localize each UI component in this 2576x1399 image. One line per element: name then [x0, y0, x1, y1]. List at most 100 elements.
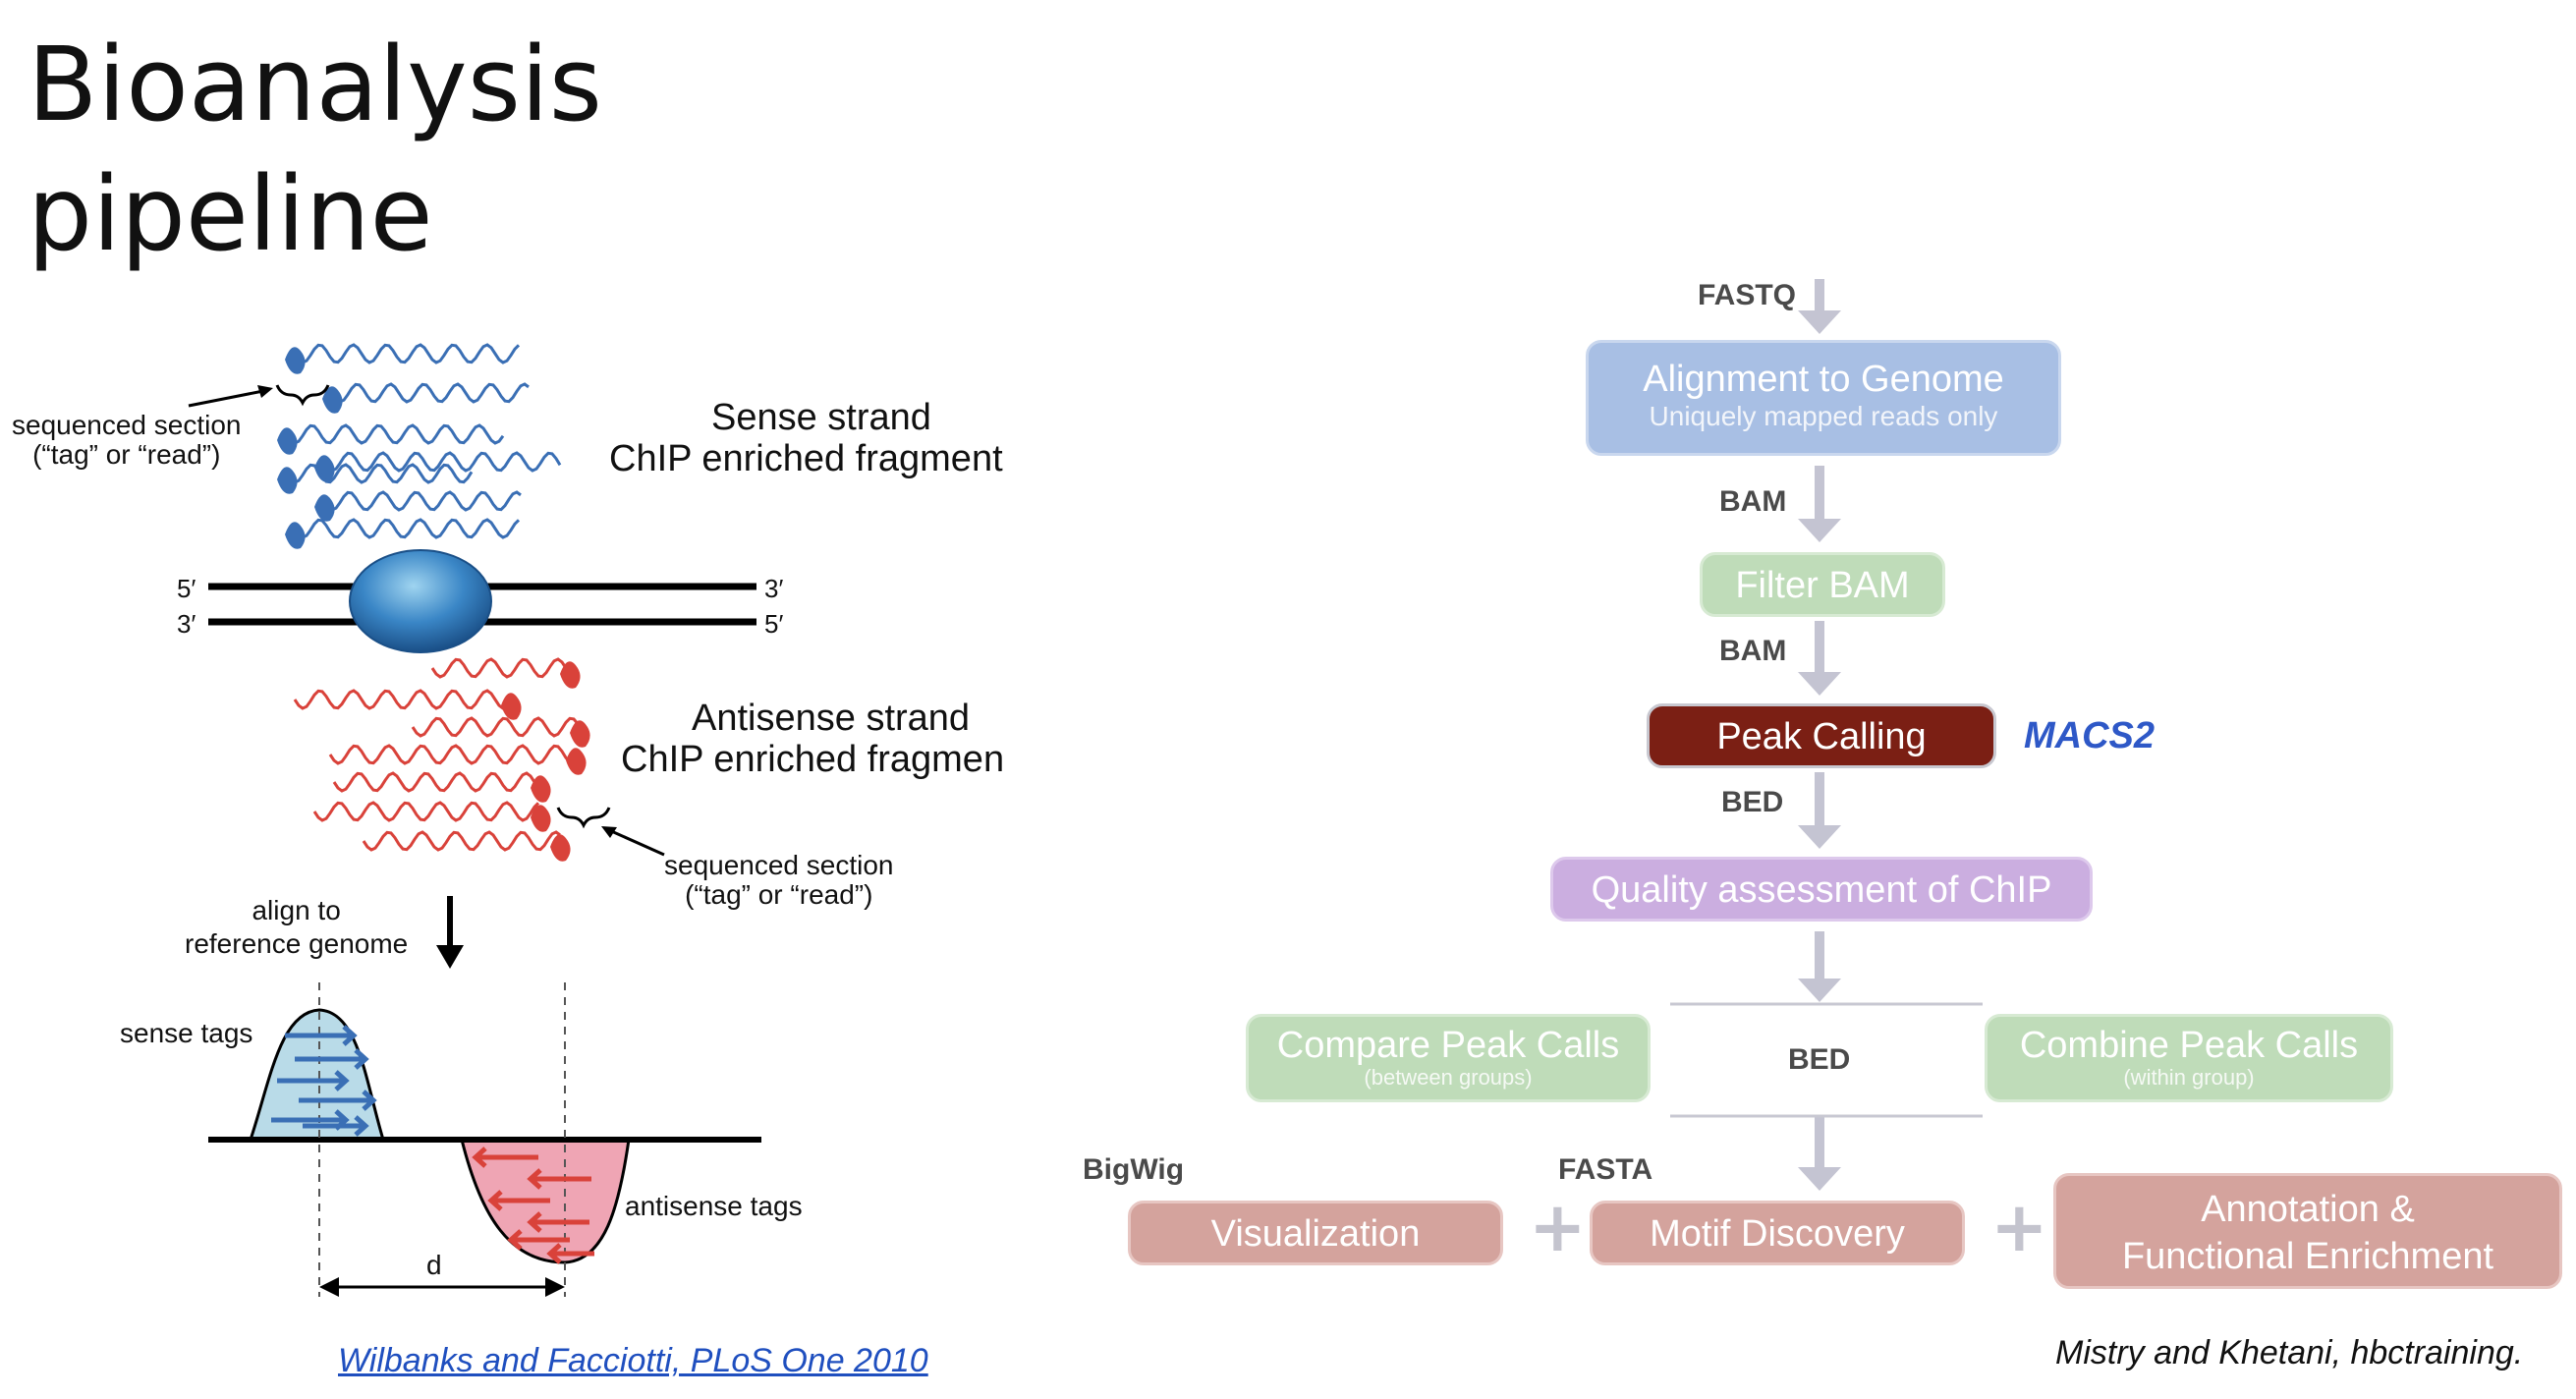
sense-fragment-3-tag	[277, 427, 298, 455]
antisense-fragment-5	[332, 771, 540, 793]
sense-fragment-1	[293, 343, 521, 364]
antisense-fragment-6-tag	[531, 805, 551, 832]
arrow-fastq-shaft	[1815, 279, 1824, 316]
sense-label-line2: ChIP enriched fragment	[609, 438, 1003, 479]
antisense-fragment-2	[293, 689, 513, 710]
arrow-to-motif-head	[1798, 1167, 1841, 1191]
sense-tag-arrow-1-head	[342, 1025, 358, 1046]
brace-bottom	[556, 807, 611, 829]
antisense-fragments	[293, 657, 590, 862]
sense-fragment-6	[322, 490, 522, 512]
antisense-fragment-1	[430, 657, 572, 679]
sense-fragment-5	[285, 463, 474, 484]
arrow-bam-2-shaft	[1815, 621, 1824, 678]
antisense-fragment-7-tag	[550, 834, 571, 862]
sense-fragment-4-tag	[314, 455, 335, 482]
alignment-title: Alignment to Genome	[1643, 359, 2004, 400]
sense-label-line1: Sense strand	[711, 397, 931, 438]
compare-peaks-box[interactable]: Compare Peak Calls (between groups)	[1246, 1014, 1651, 1102]
distance-label: d	[426, 1250, 442, 1280]
align-line2: reference genome	[185, 928, 409, 959]
title-line-2: pipeline	[28, 154, 433, 274]
seq-section-bottom-line1: sequenced section	[664, 850, 894, 880]
left-citation-link[interactable]: Wilbanks and Facciotti, PLoS One 2010	[338, 1342, 928, 1379]
sense-fragment-6-tag	[314, 494, 335, 522]
antisense-fragment-3	[411, 716, 580, 738]
motif-box[interactable]: Motif Discovery	[1590, 1201, 1965, 1265]
sense-strand-label: Sense strand ChIP enriched fragment	[609, 397, 1041, 479]
annotation-title-line2: Functional Enrichment	[2121, 1236, 2494, 1277]
antisense-fragment-6	[312, 801, 540, 822]
filter-bam-box[interactable]: Filter BAM	[1700, 552, 1945, 617]
sense-fragment-3	[285, 423, 505, 445]
sense-tag-arrow-4-head	[362, 1090, 377, 1111]
sense-fragment-4	[322, 451, 562, 473]
annotation-box[interactable]: Annotation & Functional Enrichment	[2053, 1173, 2562, 1289]
peak-calling-box[interactable]: Peak Calling	[1647, 703, 1996, 768]
label-fasta: FASTA	[1558, 1153, 1653, 1186]
alignment-subtitle: Uniquely mapped reads only	[1649, 401, 1998, 431]
right-citation: Mistry and Khetani, hbctraining.	[2055, 1334, 2524, 1371]
strand-top-left-end: 5′	[177, 574, 196, 603]
antisense-tag-arrow-5-head	[507, 1229, 523, 1251]
arrow-bam-1-shaft	[1815, 466, 1824, 525]
peak-calling-title: Peak Calling	[1716, 716, 1927, 757]
compare-subtitle: (between groups)	[1364, 1065, 1533, 1090]
antisense-tag-arrow-2-head	[527, 1168, 542, 1190]
label-fastq: FASTQ	[1698, 279, 1797, 311]
arrow-to-branch-shaft	[1815, 931, 1824, 984]
label-bam-1: BAM	[1719, 485, 1787, 518]
seq-section-top-line1: sequenced section	[12, 410, 242, 440]
antisense-label-line1: Antisense strand	[692, 698, 971, 739]
label-bed-2: BED	[1788, 1043, 1851, 1076]
arrow-bed-1-shaft	[1815, 772, 1824, 831]
seq-section-label-top: sequenced section (“tag” or “read”)	[12, 411, 242, 470]
arrow-bed-1-head	[1798, 825, 1841, 849]
alignment-box[interactable]: Alignment to Genome Uniquely mapped read…	[1586, 340, 2061, 456]
seq-section-label-bottom: sequenced section (“tag” or “read”)	[664, 851, 894, 910]
sense-fragments	[277, 343, 562, 549]
antisense-tag-arrow-1-head	[472, 1147, 487, 1168]
brace-top	[275, 384, 330, 407]
antisense-fragment-5-tag	[531, 775, 551, 803]
arrow-to-branch-head	[1798, 979, 1841, 1002]
combine-subtitle: (within group)	[2123, 1065, 2255, 1090]
arrow-bam-1-head	[1798, 519, 1841, 542]
sense-tag-arrow-2-head	[354, 1048, 369, 1070]
quality-box[interactable]: Quality assessment of ChIP	[1550, 857, 2093, 922]
align-line1: align to	[252, 895, 341, 925]
antisense-fragment-1-tag	[560, 661, 581, 689]
visualization-title: Visualization	[1210, 1213, 1421, 1255]
antisense-fragment-2-tag	[501, 693, 522, 720]
arrow-to-motif-shaft	[1815, 1116, 1824, 1173]
sense-tag-arrow-6-head	[354, 1115, 369, 1137]
label-bam-2: BAM	[1719, 635, 1787, 667]
antisense-tags-label: antisense tags	[625, 1191, 803, 1221]
antisense-label-line2: ChIP enriched fragmen	[621, 739, 1005, 780]
antisense-tag-arrow-4-head	[527, 1211, 542, 1233]
antisense-tag-arrow-3-head	[487, 1190, 503, 1211]
antisense-fragment-4-tag	[566, 748, 587, 775]
sense-fragment-2-tag	[322, 386, 343, 414]
sense-tag-arrow-3-head	[334, 1070, 350, 1091]
compare-title: Compare Peak Calls	[1276, 1025, 1620, 1066]
sense-fragment-1-tag	[285, 347, 306, 374]
arrow-fastq-head	[1798, 310, 1841, 334]
tag-arrows	[271, 1025, 594, 1264]
plus-sign-1: +	[1529, 1187, 1587, 1267]
combine-title: Combine Peak Calls	[2019, 1025, 2359, 1066]
antisense-strand-label: Antisense strand ChIP enriched fragmen	[621, 698, 1041, 780]
combine-peaks-box[interactable]: Combine Peak Calls (within group)	[1985, 1014, 2393, 1102]
title-line-1: Bioanalysis	[28, 25, 602, 144]
antisense-tag-arrow-6-head	[546, 1243, 562, 1264]
align-to-genome-label: align to reference genome	[185, 894, 408, 961]
arrow-bam-2-head	[1798, 672, 1841, 696]
sense-fragment-7	[293, 518, 521, 539]
antisense-fragment-3-tag	[570, 720, 590, 748]
sense-fragment-2	[330, 382, 530, 404]
label-bed-1: BED	[1721, 786, 1784, 818]
visualization-box[interactable]: Visualization	[1128, 1201, 1503, 1265]
plus-sign-2: +	[1990, 1187, 2048, 1267]
strand-bottom-right-end: 5′	[764, 609, 784, 639]
